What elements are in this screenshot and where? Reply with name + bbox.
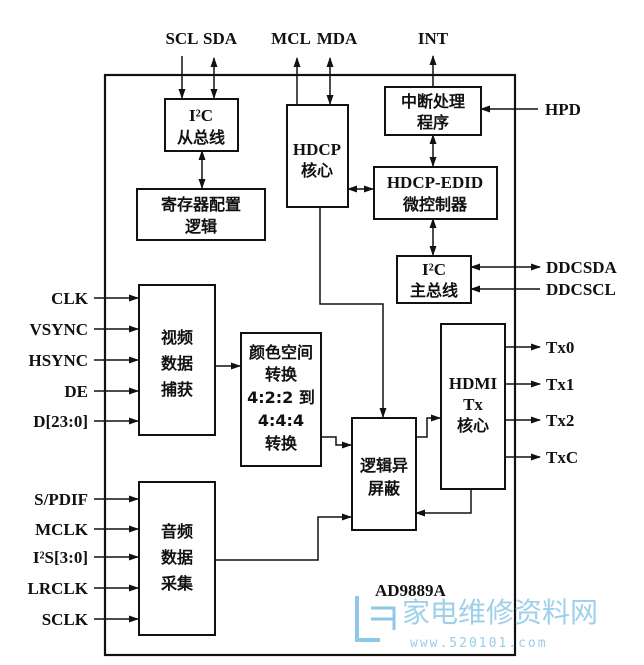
register-config-block: 寄存器配置 逻辑 xyxy=(136,188,266,241)
mda-label: MDA xyxy=(317,29,358,48)
i2c-master-line1: I²C xyxy=(422,260,446,279)
chip-outline xyxy=(103,73,517,657)
audio-capture-block: 音频 数据 采集 xyxy=(138,481,216,636)
tx1-label: Tx1 xyxy=(546,375,574,394)
i2c-master-block: I²C 主总线 xyxy=(396,255,472,304)
mclk-label: MCLK xyxy=(35,520,89,539)
mcl-label: MCL xyxy=(271,29,311,48)
chip-name: AD9889A xyxy=(375,581,447,600)
watermark-url: www.520101.com xyxy=(410,636,548,651)
i2c-slave-block: I²C 从总线 xyxy=(164,98,239,152)
lrclk-label: LRCLK xyxy=(28,579,89,598)
video-capture-line3: 捕获 xyxy=(161,380,193,399)
audio-to-mask-line xyxy=(215,513,352,561)
scl-label: SCL xyxy=(165,29,198,48)
color-space-line1: 颜色空间 xyxy=(249,343,313,362)
audio-capture-line1: 音频 xyxy=(161,522,193,541)
ddcscl-label: DDCSCL xyxy=(546,280,616,299)
hpd-label: HPD xyxy=(545,100,581,119)
txc-label: TxC xyxy=(546,448,578,467)
color-space-line2: 转换 xyxy=(265,365,298,384)
hsync-label: HSYNC xyxy=(28,351,88,370)
interrupt-line2: 程序 xyxy=(417,113,449,132)
hdcp-core-line1: HDCP xyxy=(293,140,341,159)
color-space-block: 颜色空间 转换 4:2:2 到 4:4:4 转换 xyxy=(240,332,322,467)
logic-mask-line2: 屏蔽 xyxy=(368,479,401,498)
i2c-slave-line1: I²C xyxy=(189,106,213,125)
hdmi-tx-line1: HDMI xyxy=(449,374,498,393)
watermark: 家电维修资料网 www.520101.com xyxy=(355,596,598,651)
sclk-label: SCLK xyxy=(42,610,89,629)
i2c-master-line2: 主总线 xyxy=(410,281,458,300)
logic-mask-line1: 逻辑异 xyxy=(360,456,408,475)
i2s-label: I²S[3:0] xyxy=(33,548,88,567)
vsync-label: VSYNC xyxy=(29,320,88,339)
hdmi-to-mask-line xyxy=(415,489,472,517)
watermark-title: 家电维修资料网 xyxy=(402,596,598,629)
video-capture-line1: 视频 xyxy=(161,328,193,347)
color-to-mask-line xyxy=(321,436,352,449)
audio-capture-line2: 数据 xyxy=(161,548,193,567)
ddcsda-label: DDCSDA xyxy=(546,258,618,277)
de-label: DE xyxy=(64,382,88,401)
clk-label: CLK xyxy=(51,289,89,308)
mask-to-hdmi-line xyxy=(416,414,441,438)
video-capture-block: 视频 数据 捕获 xyxy=(138,284,216,436)
tx2-label: Tx2 xyxy=(546,411,574,430)
interrupt-handler-block: 中断处理 程序 xyxy=(384,86,482,136)
color-space-line4: 4:4:4 xyxy=(258,411,304,430)
int-label: INT xyxy=(418,29,449,48)
register-config-line1: 寄存器配置 xyxy=(161,195,241,214)
spdif-label: S/PDIF xyxy=(34,490,88,509)
sda-label: SDA xyxy=(203,29,238,48)
hdcp-edid-block: HDCP-EDID 微控制器 xyxy=(373,166,498,220)
register-config-line2: 逻辑 xyxy=(185,217,217,236)
tx0-label: Tx0 xyxy=(546,338,574,357)
color-space-line5: 转换 xyxy=(265,434,298,453)
hdcp-edid-line1: HDCP-EDID xyxy=(387,173,483,192)
interrupt-line1: 中断处理 xyxy=(401,92,465,111)
hdcp-core-line2: 核心 xyxy=(301,161,333,180)
video-capture-line2: 数据 xyxy=(161,354,193,373)
color-space-line3: 4:2:2 到 xyxy=(247,388,315,407)
i2c-slave-line2: 从总线 xyxy=(177,128,225,147)
audio-capture-line3: 采集 xyxy=(160,574,194,593)
hdmi-tx-core-block: HDMI Tx 核心 xyxy=(440,323,506,490)
hdcp-core-block: HDCP 核心 xyxy=(286,104,349,208)
watermark-logo-icon xyxy=(355,596,396,642)
logic-mask-block: 逻辑异 屏蔽 xyxy=(351,417,417,531)
hdcp-to-mask-line xyxy=(319,207,387,418)
d-label: D[23:0] xyxy=(33,412,88,431)
hdmi-tx-line3: 核心 xyxy=(457,416,489,435)
hdmi-tx-line2: Tx xyxy=(463,395,483,414)
hdcp-edid-line2: 微控制器 xyxy=(402,195,468,214)
